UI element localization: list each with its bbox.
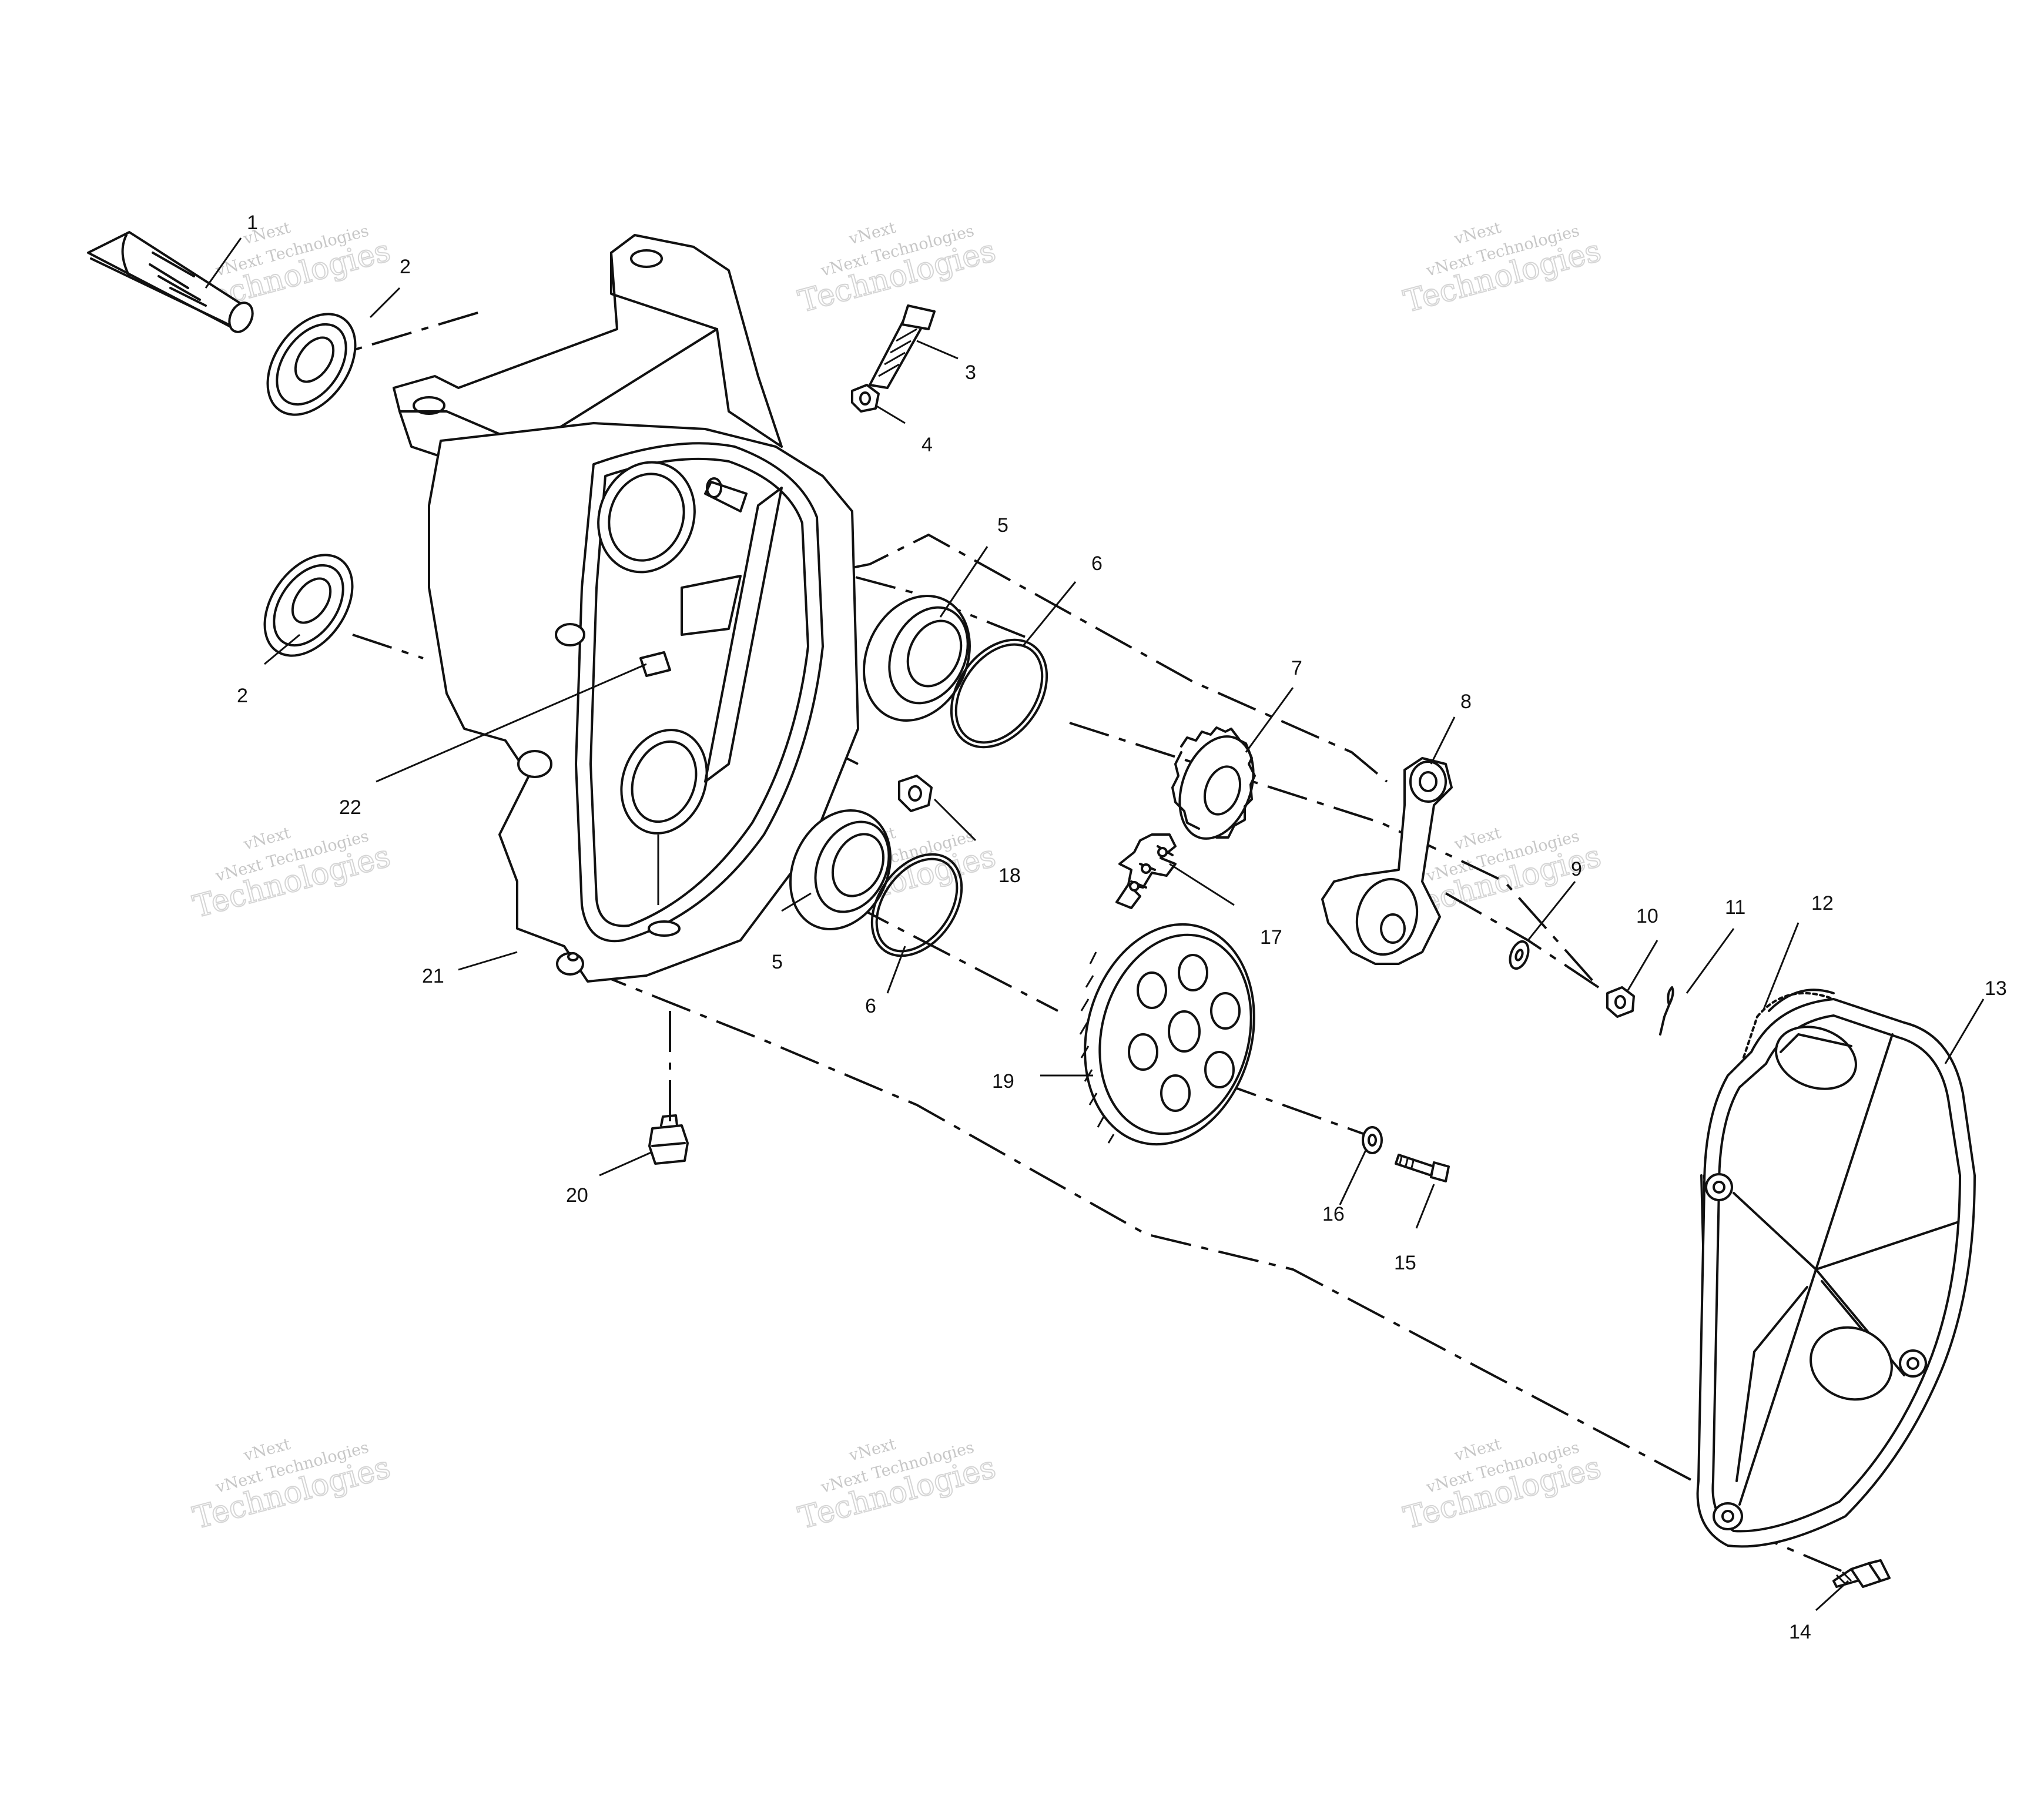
callout-17: 17 [1260,926,1282,949]
callout-22: 22 [339,796,361,819]
watermark: vNext vNext Technologies Technologies [189,824,394,926]
watermark: vNext vNext Technologies Technologies [794,1435,1000,1537]
bearing-upper [863,595,971,722]
oil-seal-lower [263,554,354,657]
chaincase-cover [1696,989,1976,1548]
watermark-layer: vNext vNext Technologies Technologies vN… [189,219,1605,1537]
bolt-15 [1395,1154,1450,1182]
callout-6-lower: 6 [865,995,876,1017]
chaincase-housing [393,234,859,983]
callout-5-upper: 5 [997,514,1008,537]
callout-5-lower: 5 [772,951,783,973]
callout-12: 12 [1811,892,1834,914]
drive-shaft [87,231,254,333]
adjuster-bolt [869,304,936,389]
watermark: vNext vNext Technologies Technologies [1399,1435,1605,1537]
watermark: vNext vNext Technologies Technologies [189,1435,394,1537]
callout-21: 21 [422,965,444,987]
callout-10: 10 [1636,905,1658,927]
callout-6-upper: 6 [1091,552,1103,575]
callout-2-upper: 2 [400,256,411,278]
leader-lines [205,237,1985,1611]
callout-15: 15 [1394,1252,1416,1274]
callout-16: 16 [1322,1203,1345,1225]
callout-13: 13 [1985,977,2007,1000]
callout-2-lower: 2 [237,685,248,707]
oil-seal-upper [266,313,357,416]
lower-sprocket [1079,923,1255,1146]
snap-ring-lower [870,853,963,957]
callout-18: 18 [998,865,1021,887]
drive-chain [1115,833,1177,909]
callout-8: 8 [1460,691,1472,713]
snap-ring-upper [950,638,1048,749]
callout-3: 3 [965,361,976,384]
callout-1: 1 [247,212,258,234]
upper-sprocket [1171,726,1256,840]
jam-nut-4 [851,384,880,413]
callout-20: 20 [566,1184,588,1207]
callout-11: 11 [1725,896,1745,919]
bearing-lower [789,809,892,930]
callout-4: 4 [922,434,933,456]
callout-7: 7 [1291,657,1302,679]
callout-labels: 1 2 2 3 4 5 5 6 6 7 8 9 10 11 12 13 14 1… [237,212,2007,1643]
cover-bolt [1832,1559,1891,1588]
washer-9 [1509,940,1530,970]
callout-14: 14 [1789,1621,1811,1643]
drain-plug [648,1114,689,1165]
nut-18 [898,775,933,812]
cotter-pin [1659,986,1674,1036]
watermark: vNext vNext Technologies Technologies [794,219,1000,320]
watermark: vNext vNext Technologies Technologies [1399,219,1605,320]
nut-10 [1606,986,1635,1018]
callout-19: 19 [992,1070,1014,1093]
callout-9: 9 [1571,858,1582,880]
tensioner-arm [1321,757,1453,965]
washer-16 [1362,1126,1383,1154]
